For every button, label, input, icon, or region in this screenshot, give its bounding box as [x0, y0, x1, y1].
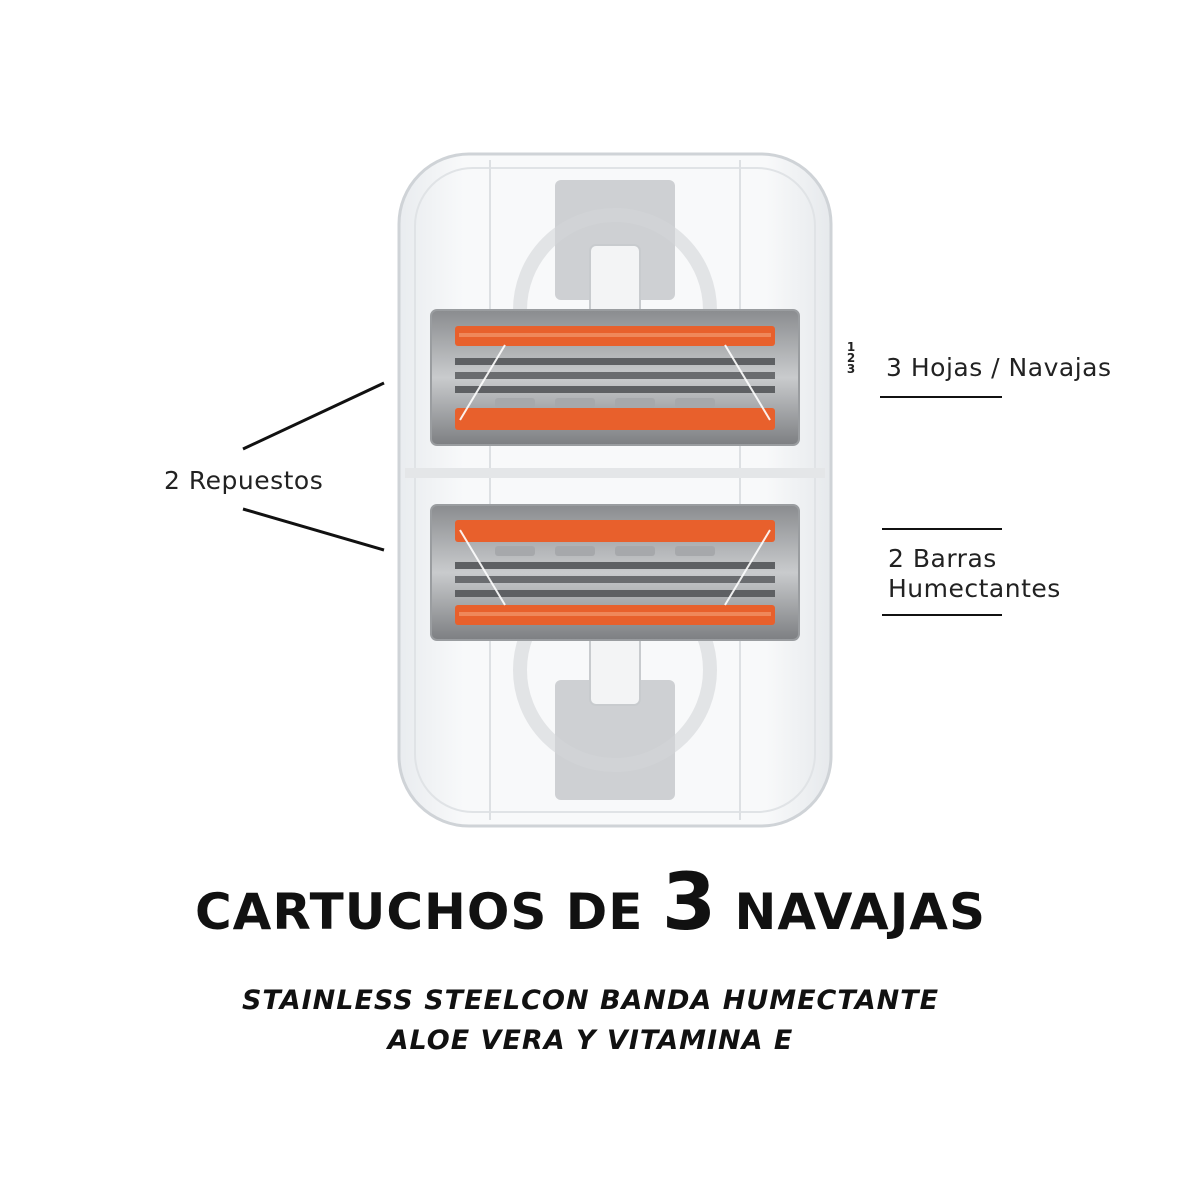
refills-leader-top — [242, 381, 385, 451]
blade-number: 2 — [846, 351, 856, 365]
blade-count-numbers: 1 2 3 — [843, 340, 859, 376]
refills-leader-bottom — [242, 507, 385, 552]
subheadline-line2: ALOE VERA Y VITAMINA E — [387, 1025, 794, 1056]
razor-cartridge-pack-image — [397, 152, 833, 828]
headline-part1: CARTUCHOS DE — [194, 883, 662, 941]
bars-underline — [882, 614, 1002, 616]
bars-label-line2: Humectantes — [888, 574, 1061, 603]
headline-part2: NAVAJAS — [716, 883, 987, 941]
blade-number: 3 — [846, 362, 856, 376]
blades-label: 3 Hojas / Navajas — [886, 353, 1112, 382]
subheadline-line1: STAINLESS STEELCON BANDA HUMECTANTE — [241, 985, 940, 1016]
bars-label-line1: 2 Barras — [888, 544, 997, 573]
refills-label: 2 Repuestos — [164, 466, 324, 495]
blade-number: 1 — [846, 340, 856, 354]
bars-overline — [882, 528, 1002, 530]
blades-underline — [880, 396, 1002, 398]
headline: CARTUCHOS DE 3 NAVAJAS — [0, 858, 1181, 948]
headline-number: 3 — [661, 858, 717, 948]
